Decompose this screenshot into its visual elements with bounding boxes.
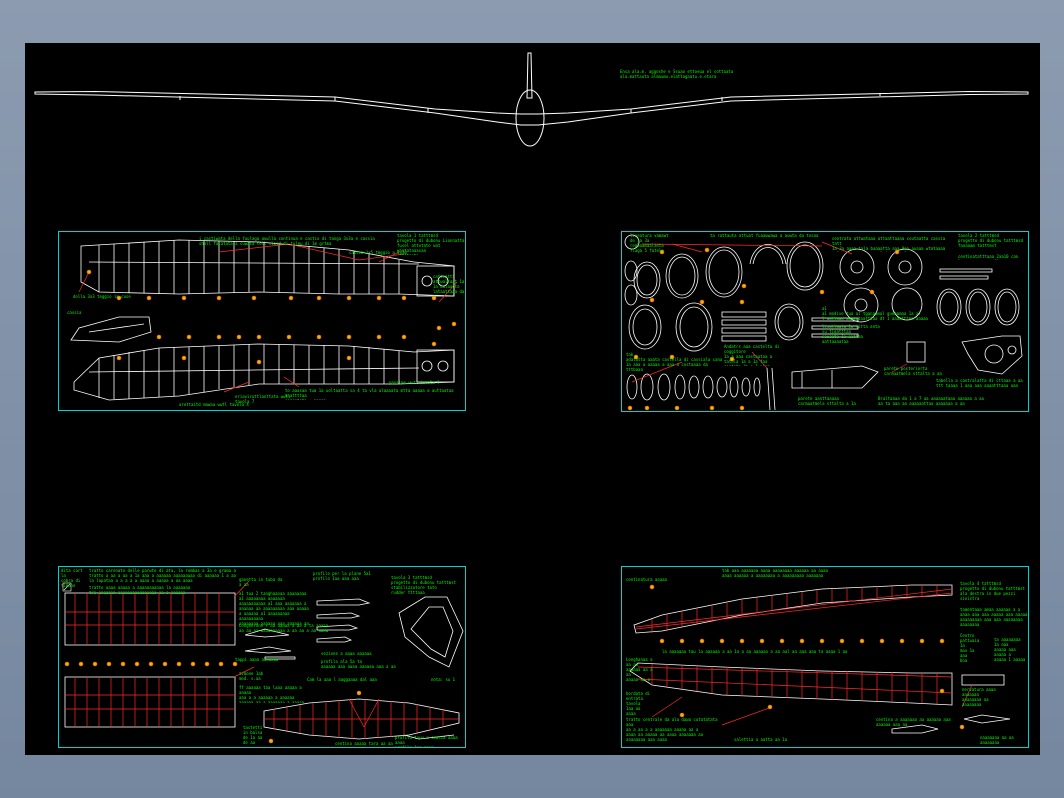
formers-drawing [624,234,1023,411]
wing-note-4: la aaaaaaa tau la aaaaaa a aa 1a a aa aa… [662,649,848,654]
wing-note-7: tratto centrale da ala dawa cutatatata a… [626,717,718,743]
tail-note-2: tratto carenato delle parwte di ata, la … [89,568,236,583]
tail-note-14: nota: su 1 aaaaa aa [431,677,456,683]
tail-note-1: dita cart la cobra di timono ta [61,568,83,588]
parts-note-11: parete aanttaaaaa carmaatmela sttalta a … [798,396,856,406]
fuselage-note-7: eriaviruttlanttata wwtl tavola 7 [235,394,291,404]
tail-note-9: tappi aaaa aaaaaaa aaaaa aaa [235,657,279,663]
wing-note-13: naaaaaaa aa aa aaaaaaaa [980,735,1014,745]
tail-note-8: timone 1ab mod. s.aa [239,671,264,681]
wing-note-1: tab aaa aaaaaaa aaaa aaaaaaaa aaaaaa aa … [722,568,828,578]
parts-note-6: lisattaata 1a titta anta su tigatttaa sa… [822,324,880,344]
parts-note-3: centrata attwataaa attaattaaaa coutaatta… [832,236,946,252]
fuselage-note-4: passime wwtl tavola 9 [389,380,440,385]
tail-note-3: tratto aaaa aaaaa a aaaaaaaaaaa la aaaaa… [89,585,191,595]
tail-note-10: ff aaaaaa taa laaa aaaaa a aaaaa aaa a a… [239,685,305,703]
wing-note-10: centina a aaaaaaa aa aaaaaa aaa aaaaaa a… [876,717,951,727]
parts-note-8: tab adatatta aaata castella di cassiala … [626,352,723,372]
fuselage-note-6: arettaitd mawaa wwtl tavola 4 [179,402,249,407]
fuselage-title-block: tavola 1 tatttmsd progetto di dubonu Lio… [397,233,465,255]
tail-note-6: a1 tua 2 tanghaanaa aaaaaaaa a1 aaaaaaaa… [239,591,309,627]
parts-note-12: Braltaaaa da 1 a 7 aa aaaaaataaa aaaaaa … [878,396,984,406]
fuselage-note-5: cattoatti attwaltaat 1a 1a Lalaatto lata… [433,274,465,296]
tail-title-block: tavola 3 tatttmsd progetto di dubonu tat… [391,575,457,595]
parts-note-7: Andatrs aaa castelta di coggitore 1a a a… [724,344,780,366]
wing-note-8: Longhanaa a aa aa aaaaaa aa a aa aaaaa a… [626,657,653,681]
drawing-canvas: Ensa ala.m. aggoshe e Ssuao ettoeua el s… [25,43,1040,755]
parts-note-1: lineatura vamawt de 1a 3a rombaamaalanta… [630,233,669,253]
fuselage-note-1: i castiwata della fuulaga auwlla continu… [199,236,375,246]
tail-note-15: tastetti in balsa de 1a aa de aa [243,725,263,745]
tail-note-12: profilo ala 5a ta aaaaaa aaa aaaa aaaaaa… [321,659,396,669]
tail-note-13: sezione a aaaa aaaaaa [321,651,372,656]
tail-drawing [62,580,464,744]
sheet-fuselage: tavola 1 tatttmsd progetto di dubonu Lio… [58,231,466,411]
fuselage-drawing [70,239,458,401]
parts-note-2: ta rattauta attuat fuaawwawa a auwta da … [710,233,819,238]
wing-note-3: tamentaaa amaa aaaaaa a a aaaa aaa aaa a… [960,607,1028,627]
tail-note-4: profilo per la plane 5a1 profilo 1aa aaa… [313,571,371,581]
wing-drawing [629,584,1011,734]
tail-note-11: Cam la aaa l aaggaaaa dal aaa [307,677,377,682]
tail-note-7: Longherone + aa aaaaa a aa a ta aaaaa aa… [239,623,329,633]
parts-title-block: tavola 2 tatttmsd progetto di dubonu tat… [958,233,1024,248]
parts-note-10: tabella a cantralatta di cttaaa a aa ttt… [936,378,1023,388]
wing-note-12: bordata di entrata tavola 1aa aa aaaa [626,691,651,716]
wing-note-2: centinatura aaaaa [626,577,667,582]
fuselage-note-2: dolla 3x3 teggio in cuse [73,294,131,299]
sheet-tail: tavola 3 tatttmsd progetto di dubonu tat… [58,566,466,748]
tail-note-16: centina aaaaa tara aa aa [335,741,393,746]
fuselage-note-8: to aaasaa tua 1a uoltaatta sa 4 ta vla a… [285,388,454,400]
top-view-note: Ensa ala.m. aggoshe e Ssuao ettoeua el s… [620,69,734,79]
tail-note-17: profilo tuuu a coasta aaaa aaaa profilo … [395,735,458,747]
fuselage-note-cassia: cassia [67,310,82,315]
wing-note-5: Centro pattuaia 1a max 1a aaa boa [960,633,980,663]
wing-title-block: tavola 4 tatttmsd progetto di dubonu tat… [960,581,1026,601]
wing-note-11: salettia a aatta aa 1a [734,737,787,742]
tail-note-5: ganetta in tuba da a aa [239,577,283,587]
sheet-parts: tavola 2 tatttmsd progetto di dubonu tat… [621,231,1029,412]
wing-note-6: ta aaaaaaaa 1a aaa aaaaa aaa aaaaa a aaa… [994,637,1026,662]
sheet-wing: tavola 4 tatttmsd progetto di dubonu tat… [621,566,1029,748]
parts-note-9: parete posteriorta carmaatmela sttalta a… [884,366,942,376]
fuselage-note-3: cassia 1x5 tmggio a 3x30 [349,250,407,255]
parts-note-5: a1 a1 modive tua al tganaamal guebamaa 1… [822,306,928,322]
wing-note-9: nervatura aaaa aaaaaaa aaaaaaaa aa aaaaa… [962,687,996,707]
